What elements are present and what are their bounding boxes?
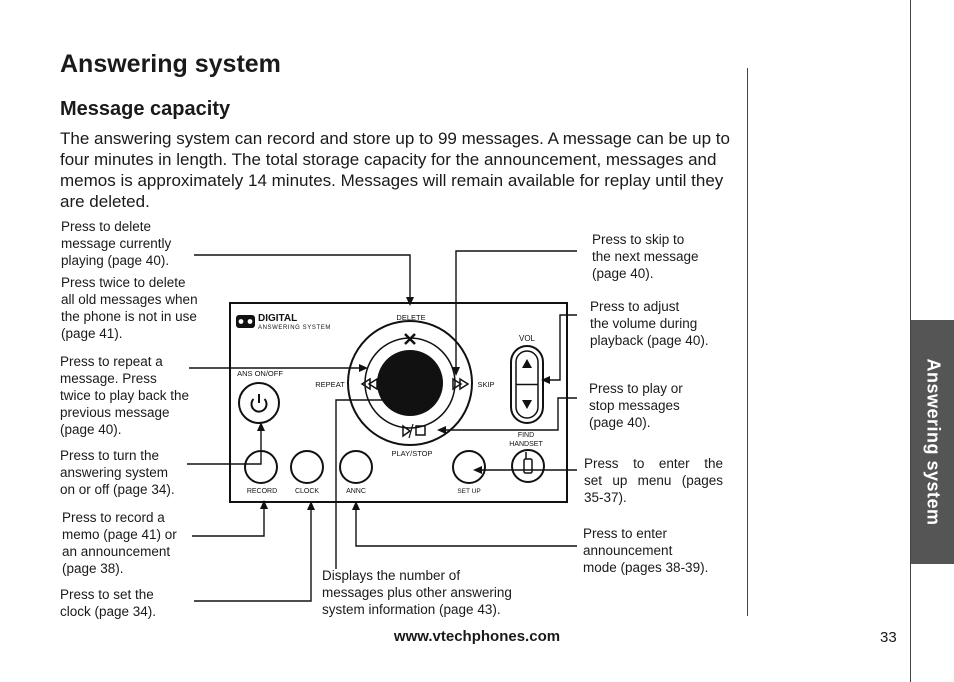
skip-button[interactable]	[452, 377, 470, 391]
repeat-button[interactable]	[360, 377, 378, 391]
callout-repeat: Press to repeat a message. Press twice t…	[60, 354, 190, 437]
volume-buttons[interactable]	[510, 345, 544, 424]
callout-delete: Press to delete message currently playin…	[61, 219, 172, 268]
callout-setup-line-3: 35-37).	[584, 490, 627, 505]
volume-down-icon	[522, 400, 532, 409]
tape-icon	[236, 315, 255, 328]
annc-label: ANNC	[346, 488, 366, 495]
page-title: Answering system	[60, 50, 281, 78]
callout-setup: Press to enter the set up menu (pages 35…	[584, 455, 723, 506]
callout-ans-on-off: Press to turn the answering system on or…	[60, 448, 175, 497]
column-divider	[747, 68, 748, 616]
margin-rule	[910, 0, 911, 682]
section-heading: Message capacity	[60, 98, 231, 120]
skip-label: SKIP	[477, 380, 494, 389]
brand-main: DIGITAL	[258, 313, 297, 324]
ans-on-off-label: ANS ON/OFF	[237, 369, 283, 378]
leader-arrowheads	[257, 297, 550, 510]
clock-button[interactable]	[290, 450, 324, 484]
brand-sub: ANSWERING SYSTEM	[258, 325, 331, 331]
callout-setup-line-2: set up menu (pages	[584, 473, 723, 488]
repeat-label: REPEAT	[315, 380, 345, 389]
callout-display: Displays the number of messages plus oth…	[322, 568, 512, 617]
record-label: RECORD	[247, 488, 277, 495]
callout-play-stop: Press to play or stop messages (page 40)…	[589, 381, 683, 430]
annc-button[interactable]	[339, 450, 373, 484]
power-icon	[250, 398, 268, 413]
message-display	[377, 350, 443, 416]
callout-delete-twice: Press twice to delete all old messages w…	[61, 275, 198, 341]
callout-skip: Press to skip to the next message (page …	[592, 232, 699, 281]
control-dial	[347, 320, 473, 446]
delete-label: DELETE	[396, 313, 425, 322]
ans-on-off-button[interactable]	[238, 382, 280, 424]
intro-paragraph: The answering system can record and stor…	[60, 129, 730, 211]
side-tab: Answering system	[911, 320, 954, 564]
callout-volume: Press to adjust the volume during playba…	[590, 299, 709, 348]
callout-annc: Press to enter announcement mode (pages …	[583, 526, 709, 575]
delete-button[interactable]	[404, 333, 416, 345]
set-up-button[interactable]	[452, 450, 486, 484]
find-handset-label-2: HANDSET	[509, 441, 543, 448]
clock-label: CLOCK	[295, 488, 319, 495]
play-stop-label: PLAY/STOP	[392, 449, 433, 458]
vol-label: VOL	[519, 334, 536, 343]
footer-url: www.vtechphones.com	[393, 628, 561, 645]
page-number: 33	[880, 629, 897, 646]
volume-up-icon	[522, 359, 532, 368]
handset-icon	[523, 458, 533, 474]
callout-setup-line-1: Press to enter the	[584, 456, 723, 471]
leader-lines	[187, 250, 577, 602]
brand-logo: DIGITAL ANSWERING SYSTEM	[236, 313, 331, 331]
set-up-label: SET UP	[457, 488, 480, 495]
play-stop-button[interactable]	[402, 423, 426, 439]
find-handset-label-1: FIND	[518, 432, 534, 439]
find-handset-button[interactable]	[511, 449, 545, 483]
callout-clock: Press to set the clock (page 34).	[60, 587, 157, 619]
callout-record: Press to record a memo (page 41) or an a…	[62, 510, 177, 576]
